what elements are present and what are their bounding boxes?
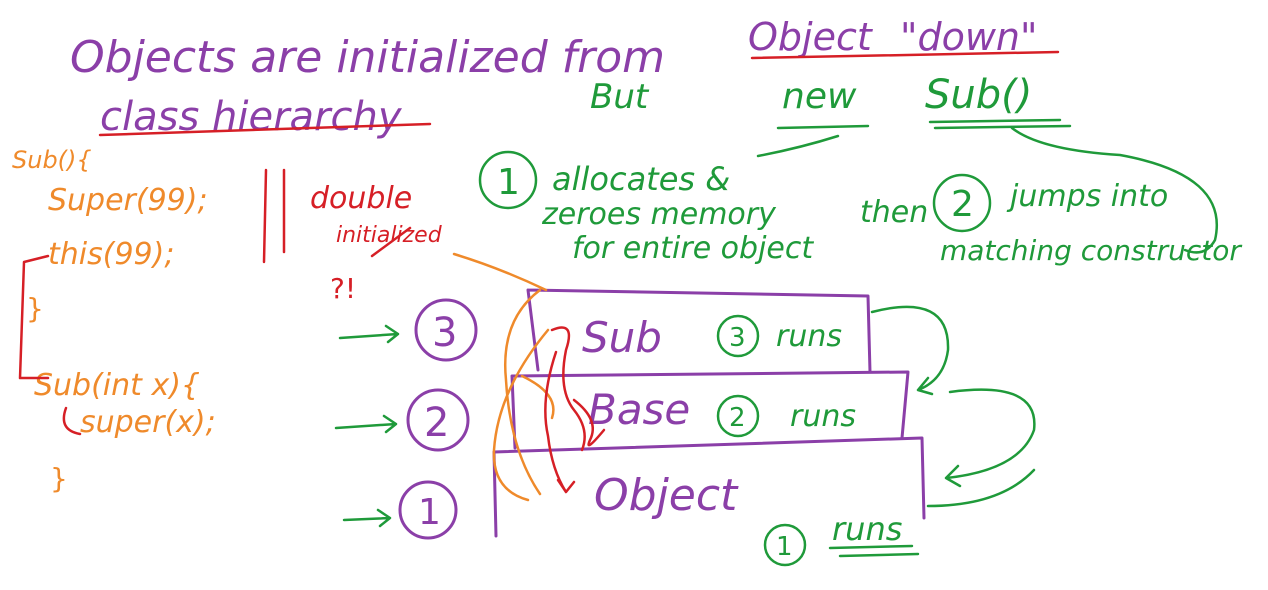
red-link-this-to-sub — [18, 254, 50, 380]
sub-call: Sub() — [925, 72, 1032, 118]
step2-line1: jumps into — [1006, 179, 1168, 214]
title-underline-red — [750, 50, 1060, 60]
layer2-circle — [406, 388, 470, 452]
object-runs-circle — [763, 523, 807, 567]
arrow-sub-to-base — [870, 305, 950, 396]
object-runs-number: 1 — [776, 532, 793, 562]
double-bar — [262, 168, 286, 264]
code-line2: Super(99); — [48, 183, 208, 218]
base-runs-text: runs — [790, 399, 856, 434]
base-runs-circle — [716, 394, 760, 438]
orange-flow-3 — [492, 328, 550, 502]
orange-flow-2 — [504, 288, 542, 496]
new-keyword: new — [782, 76, 857, 117]
title-line1: Objects are initialized from — [70, 32, 665, 83]
code-line3: this(99); — [48, 237, 174, 272]
arrow-base-to-object — [944, 388, 1036, 488]
arrow-sub-to-step2 — [1010, 126, 1218, 254]
orange-flow-4 — [520, 374, 555, 420]
note-arrow — [370, 226, 412, 258]
arrow-to-layer2 — [334, 414, 398, 434]
code-line1: Sub(){ — [12, 146, 92, 174]
layer-base-label: Base — [588, 385, 690, 434]
red-flow-3 — [572, 398, 606, 447]
sub-call-underline — [928, 118, 1072, 130]
step1-line3: for entire object — [572, 231, 814, 266]
layer3-circle — [414, 298, 478, 362]
sub-runs-text: runs — [776, 319, 842, 354]
step1-line1: allocates & — [552, 160, 730, 198]
but-word: But — [590, 77, 650, 117]
orange-flow-1 — [452, 252, 548, 292]
sub-runs-circle — [716, 314, 760, 358]
red-flow-2 — [544, 350, 576, 494]
step1-line2: zeroes memory — [541, 197, 777, 232]
object-runs-text: runs — [832, 510, 902, 548]
base-runs-number: 2 — [729, 403, 746, 433]
note-line1: double — [310, 181, 412, 216]
code-line6: super(x); — [80, 405, 216, 440]
red-link-super — [62, 406, 82, 436]
title-emph-object: Object — [748, 15, 874, 59]
step1-circle — [478, 150, 538, 210]
sub-runs-number: 3 — [729, 323, 746, 353]
note-qmark: ?! — [330, 272, 356, 305]
layer-object-label: Object — [594, 470, 739, 521]
step1-number: 1 — [497, 162, 520, 203]
then-word: then — [860, 195, 928, 230]
new-underline — [776, 124, 870, 130]
arrow-object-runs — [926, 468, 1036, 508]
step2-line2: matching constructor — [940, 234, 1242, 267]
title-line2-underline — [98, 122, 432, 137]
code-line5: Sub(int x){ — [34, 368, 200, 403]
layer1-number: 1 — [418, 492, 441, 533]
layer1-circle — [398, 480, 458, 540]
step2-number: 2 — [951, 184, 974, 225]
step2-circle — [932, 173, 992, 233]
layer3-number: 3 — [432, 310, 457, 356]
layer-sub-label: Sub — [582, 313, 662, 362]
sub-box — [526, 288, 872, 374]
arrow-to-layer1 — [342, 508, 392, 528]
red-flow-1 — [550, 326, 586, 452]
code-line4: } — [26, 292, 44, 325]
arrow-to-layer3 — [338, 324, 400, 344]
code-line7: } — [50, 462, 68, 495]
arrow-new-to-step1 — [756, 134, 840, 158]
layer2-number: 2 — [424, 400, 449, 446]
object-runs-underline — [828, 544, 920, 558]
